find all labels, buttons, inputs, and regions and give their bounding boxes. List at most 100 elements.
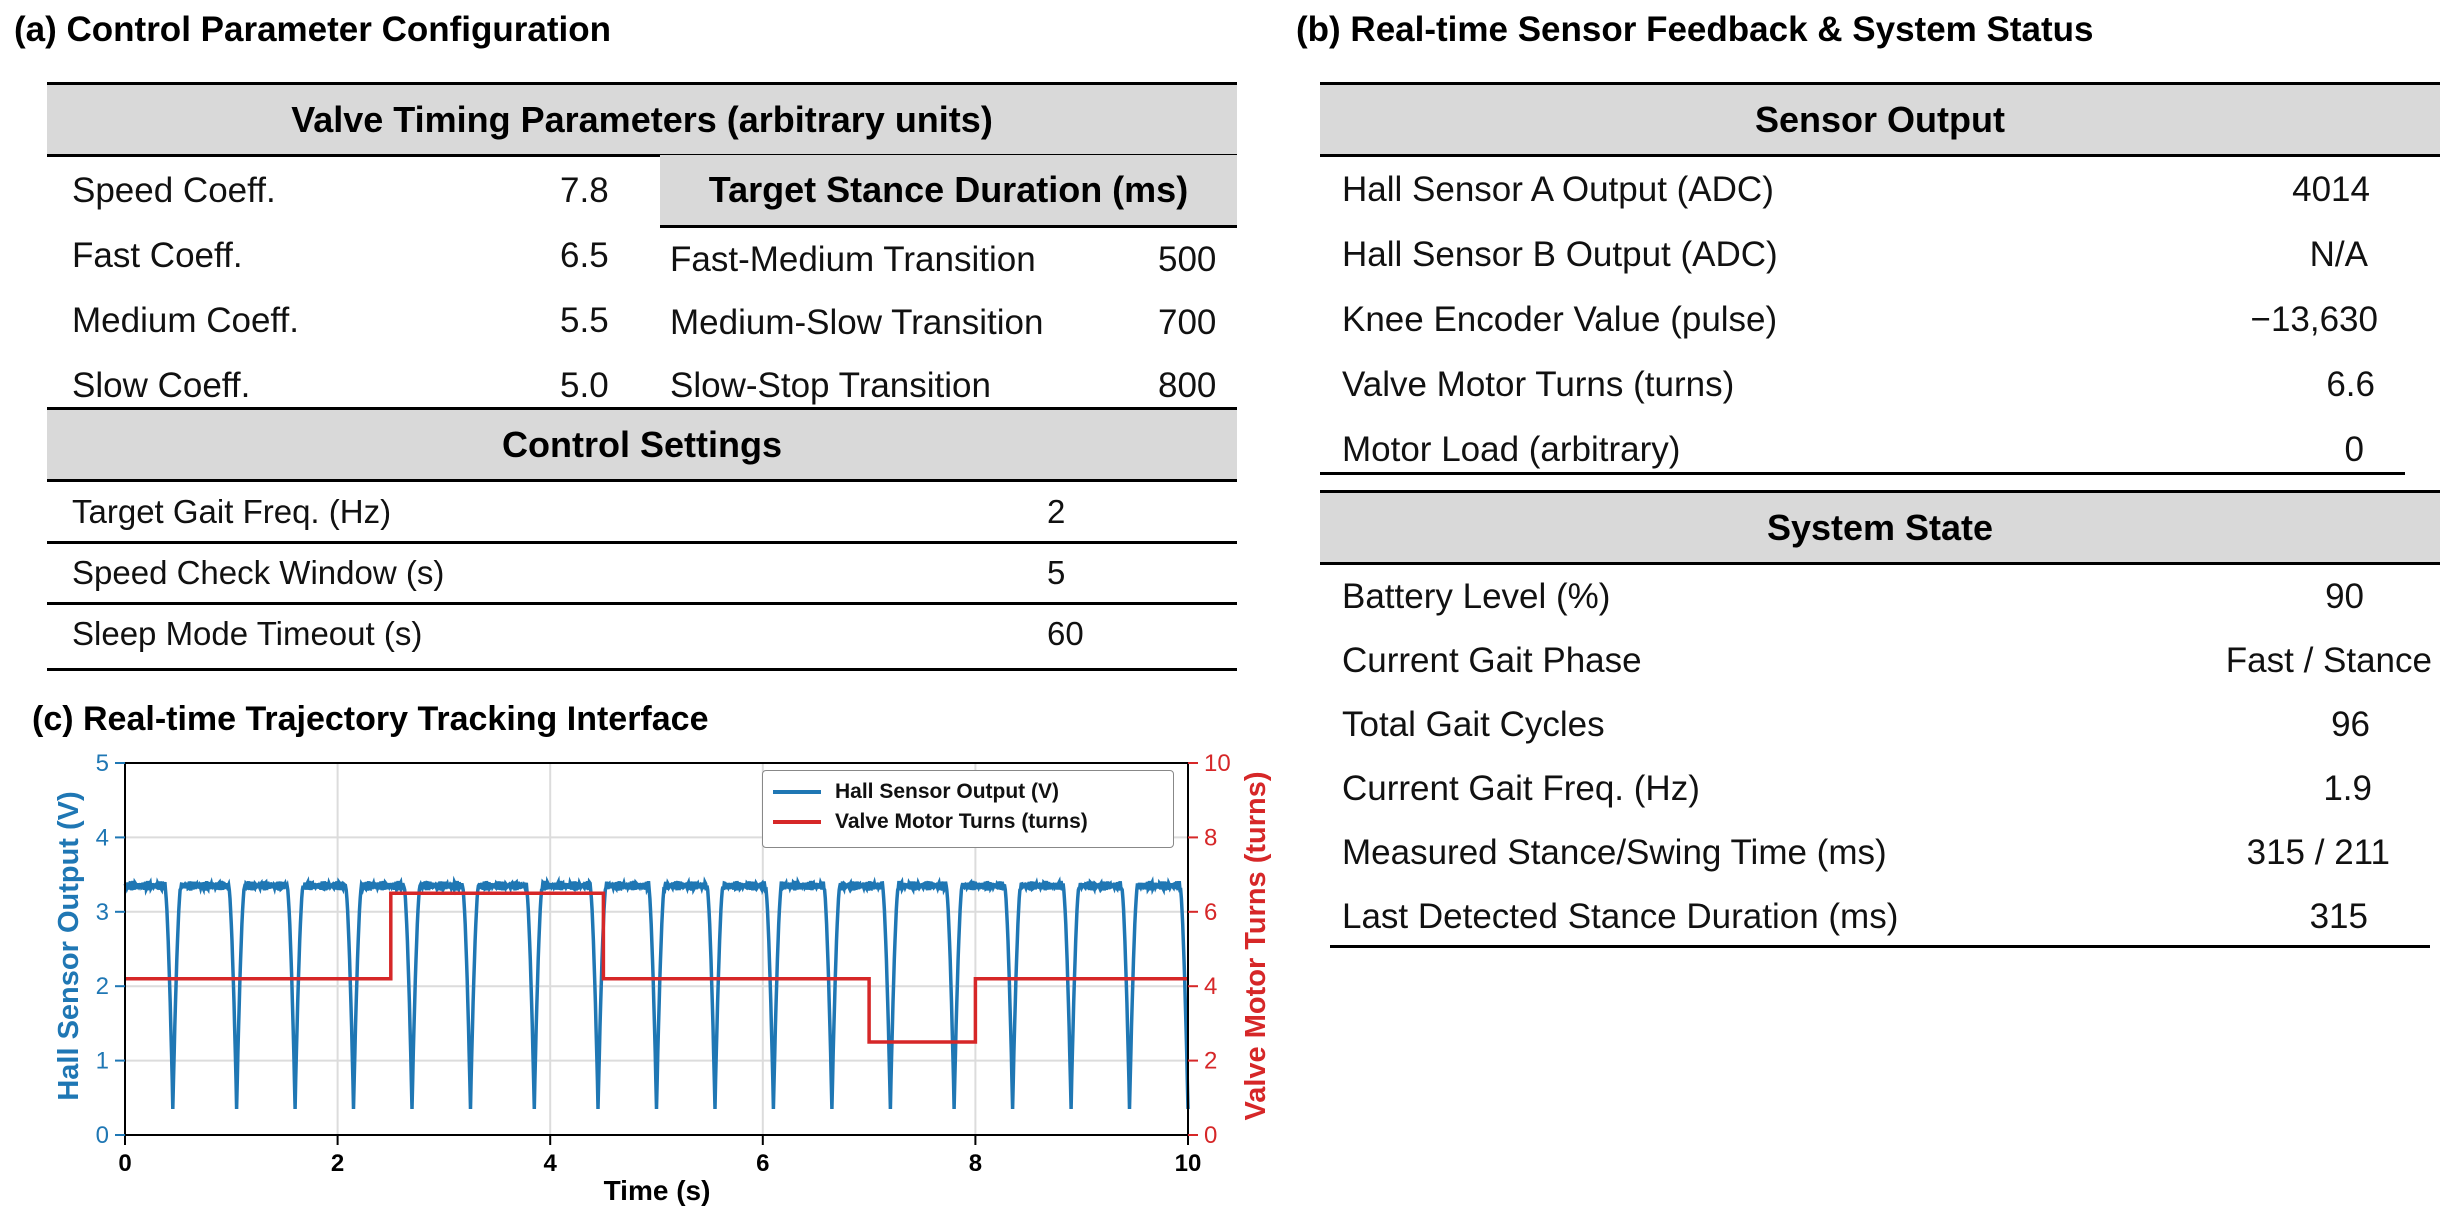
y-tick-label: 4 [96, 824, 109, 851]
y2-tick-label: 4 [1204, 973, 1217, 1000]
sensor-row: Valve Motor Turns (turns) 6.6 [1320, 352, 2420, 417]
system-state-header-label: System State [1766, 506, 1994, 548]
coeff-value: 7.8 [560, 170, 609, 210]
state-value: 1.9 [2323, 769, 2372, 808]
state-row: Total Gait Cycles 96 [1320, 693, 2440, 757]
state-value: 96 [2331, 705, 2370, 744]
state-row: Last Detected Stance Duration (ms) 315 [1320, 885, 2440, 949]
y-tick-label: 2 [96, 973, 109, 1000]
coeff-label: Speed Coeff. [72, 170, 276, 210]
legend-item-hall: Hall Sensor Output (V) [773, 777, 1163, 807]
sensor-row: Hall Sensor B Output (ADC) N/A [1320, 222, 2420, 287]
sensor-label: Valve Motor Turns (turns) [1342, 364, 1735, 404]
y2-tick-label: 8 [1204, 824, 1217, 851]
y-tick-label: 5 [96, 750, 109, 777]
y2-tick-label: 2 [1204, 1048, 1217, 1075]
setting-label: Sleep Mode Timeout (s) [72, 615, 423, 652]
x-tick-label: 2 [331, 1150, 344, 1177]
stance-duration-header: Target Stance Duration (ms) [660, 155, 1237, 228]
sensor-row: Motor Load (arbitrary) 0 [1320, 417, 2420, 482]
sensor-row: Knee Encoder Value (pulse) −13,630 [1320, 287, 2420, 352]
state-value: 315 [2309, 897, 2368, 936]
coeff-row: Medium Coeff. 5.5 [0, 288, 640, 353]
transition-label: Fast-Medium Transition [670, 239, 1036, 279]
y-tick-label: 3 [96, 899, 109, 926]
sensor-row: Hall Sensor A Output (ADC) 4014 [1320, 157, 2420, 222]
sensor-label: Motor Load (arbitrary) [1342, 429, 1681, 469]
state-label: Current Gait Phase [1342, 641, 1642, 680]
control-settings-header-label: Control Settings [502, 423, 782, 465]
y2-tick-label: 6 [1204, 899, 1217, 926]
state-label: Measured Stance/Swing Time (ms) [1342, 833, 1887, 872]
divider [47, 668, 1237, 671]
legend-swatch-valve [773, 820, 821, 824]
state-label: Total Gait Cycles [1342, 705, 1605, 744]
x-axis-label: Time (s) [604, 1175, 711, 1206]
x-tick-label: 0 [118, 1150, 131, 1177]
coeff-label: Fast Coeff. [72, 235, 243, 275]
coeff-value: 5.5 [560, 300, 609, 340]
sensor-label: Hall Sensor B Output (ADC) [1342, 234, 1778, 274]
setting-label: Speed Check Window (s) [72, 554, 445, 591]
valve-turns-line [125, 891, 1188, 1044]
valve-timing-header-label: Valve Timing Parameters (arbitrary units… [291, 98, 993, 140]
legend-label-valve: Valve Motor Turns (turns) [835, 810, 1088, 833]
panel-a-title: (a) Control Parameter Configuration [14, 10, 611, 49]
y2-axis-label: Valve Motor Turns (turns) [1240, 771, 1272, 1120]
y2-tick-label: 0 [1204, 1122, 1217, 1149]
state-row: Battery Level (%) 90 [1320, 565, 2440, 629]
divider [1330, 945, 2430, 948]
divider [1320, 472, 2405, 475]
legend-swatch-hall [773, 790, 821, 794]
coeff-label: Medium Coeff. [72, 300, 299, 340]
transition-value: 500 [1158, 239, 1217, 279]
transition-label: Slow-Stop Transition [670, 365, 991, 405]
sensor-value: −13,630 [2250, 299, 2379, 339]
divider [47, 602, 1237, 605]
transition-row: Medium-Slow Transition 700 [660, 291, 1237, 354]
setting-row: Speed Check Window (s) 5 [47, 544, 1237, 602]
system-state-header: System State [1320, 490, 2440, 565]
panel-c-title: (c) Real-time Trajectory Tracking Interf… [32, 700, 709, 738]
state-value: 315 / 211 [2246, 833, 2390, 872]
y-axis-label: Hall Sensor Output (V) [53, 791, 85, 1100]
setting-value: 5 [1047, 554, 1066, 591]
chart-legend: Hall Sensor Output (V) Valve Motor Turns… [762, 770, 1174, 848]
sensor-value: N/A [2309, 234, 2368, 274]
plot-frame [124, 762, 1189, 1136]
sensor-output-header-label: Sensor Output [1755, 98, 2005, 140]
state-value: 90 [2325, 577, 2364, 616]
legend-label-hall: Hall Sensor Output (V) [835, 780, 1060, 803]
x-tick-label: 4 [544, 1150, 558, 1177]
sensor-value: 4014 [2292, 169, 2370, 209]
sensor-output-header: Sensor Output [1320, 82, 2440, 157]
sensor-value: 6.6 [2326, 364, 2375, 404]
x-tick-label: 6 [756, 1150, 769, 1177]
valve-timing-header: Valve Timing Parameters (arbitrary units… [47, 82, 1237, 157]
coeff-label: Slow Coeff. [72, 365, 251, 405]
x-tick-label: 8 [969, 1150, 982, 1177]
hall-sensor-line [123, 875, 1190, 1110]
state-label: Current Gait Freq. (Hz) [1342, 769, 1700, 808]
state-row: Measured Stance/Swing Time (ms) 315 / 21… [1320, 821, 2440, 885]
y-tick-label: 1 [96, 1048, 109, 1075]
y-tick-label: 0 [96, 1122, 109, 1149]
transition-label: Medium-Slow Transition [670, 302, 1044, 342]
transition-row: Slow-Stop Transition 800 [660, 354, 1237, 417]
sensor-label: Hall Sensor A Output (ADC) [1342, 169, 1774, 209]
coeff-value: 5.0 [560, 365, 609, 405]
state-row: Current Gait Freq. (Hz) 1.9 [1320, 757, 2440, 821]
transition-value: 700 [1158, 302, 1217, 342]
setting-value: 2 [1047, 493, 1066, 530]
legend-item-valve: Valve Motor Turns (turns) [773, 807, 1163, 837]
transition-row: Fast-Medium Transition 500 [660, 228, 1237, 291]
y2-tick-label: 10 [1204, 750, 1231, 777]
stance-duration-header-label: Target Stance Duration (ms) [708, 169, 1189, 210]
coeff-value: 6.5 [560, 235, 609, 275]
state-label: Last Detected Stance Duration (ms) [1342, 897, 1899, 936]
sensor-label: Knee Encoder Value (pulse) [1342, 299, 1778, 339]
setting-row: Sleep Mode Timeout (s) 60 [47, 605, 1237, 663]
state-value: Fast / Stance [2225, 641, 2432, 680]
panel-b-title: (b) Real-time Sensor Feedback & System S… [1296, 10, 2094, 49]
